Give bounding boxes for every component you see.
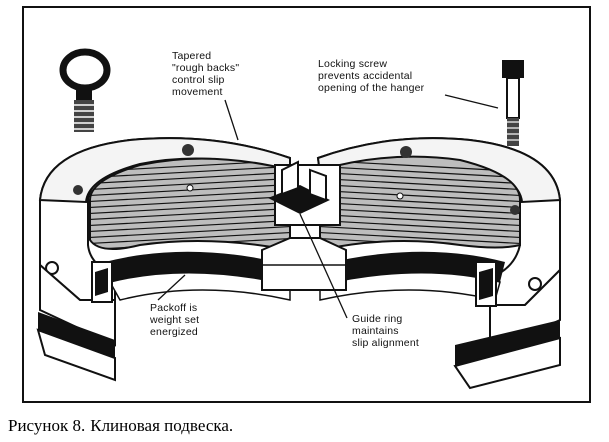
label-line: Packoff is	[150, 302, 198, 314]
leader-lines	[157, 94, 499, 319]
eye-bolt	[59, 48, 111, 132]
guide-ring-key	[261, 160, 347, 291]
label-locking-screw: Locking screw prevents accidental openin…	[318, 58, 424, 94]
label-line: opening of the hanger	[318, 82, 425, 94]
label-line: prevents accidental	[318, 70, 413, 82]
label-line: control slip	[172, 74, 225, 86]
figure-caption: Рисунок 8.Клиновая подвеска.	[8, 416, 238, 436]
label-line: "rough backs"	[172, 62, 240, 74]
label-line: energized	[150, 326, 198, 338]
label-line: weight set	[150, 314, 200, 326]
label-line: maintains	[352, 325, 399, 337]
label-guide-ring: Guide ring maintains slip alignment	[352, 313, 419, 349]
figure-title: Клиновая подвеска.	[90, 416, 234, 435]
slip-hanger-diagram	[36, 48, 562, 390]
left-segment-end	[36, 261, 116, 382]
label-packoff: Packoff is weight set energized	[150, 302, 199, 338]
label-line: Guide ring	[352, 313, 403, 325]
label-line: Tapered	[172, 50, 212, 62]
figure-number: Рисунок 8.	[8, 416, 86, 435]
left-ring-half	[38, 137, 291, 301]
locking-screw	[502, 60, 524, 146]
label-line: Locking screw	[318, 58, 388, 70]
label-line: movement	[172, 86, 223, 98]
label-line: slip alignment	[352, 337, 419, 349]
right-ring-half	[316, 137, 562, 306]
label-tapered-rough-backs: Tapered "rough backs" control slip movem…	[172, 50, 239, 98]
right-segment-end	[453, 261, 561, 390]
